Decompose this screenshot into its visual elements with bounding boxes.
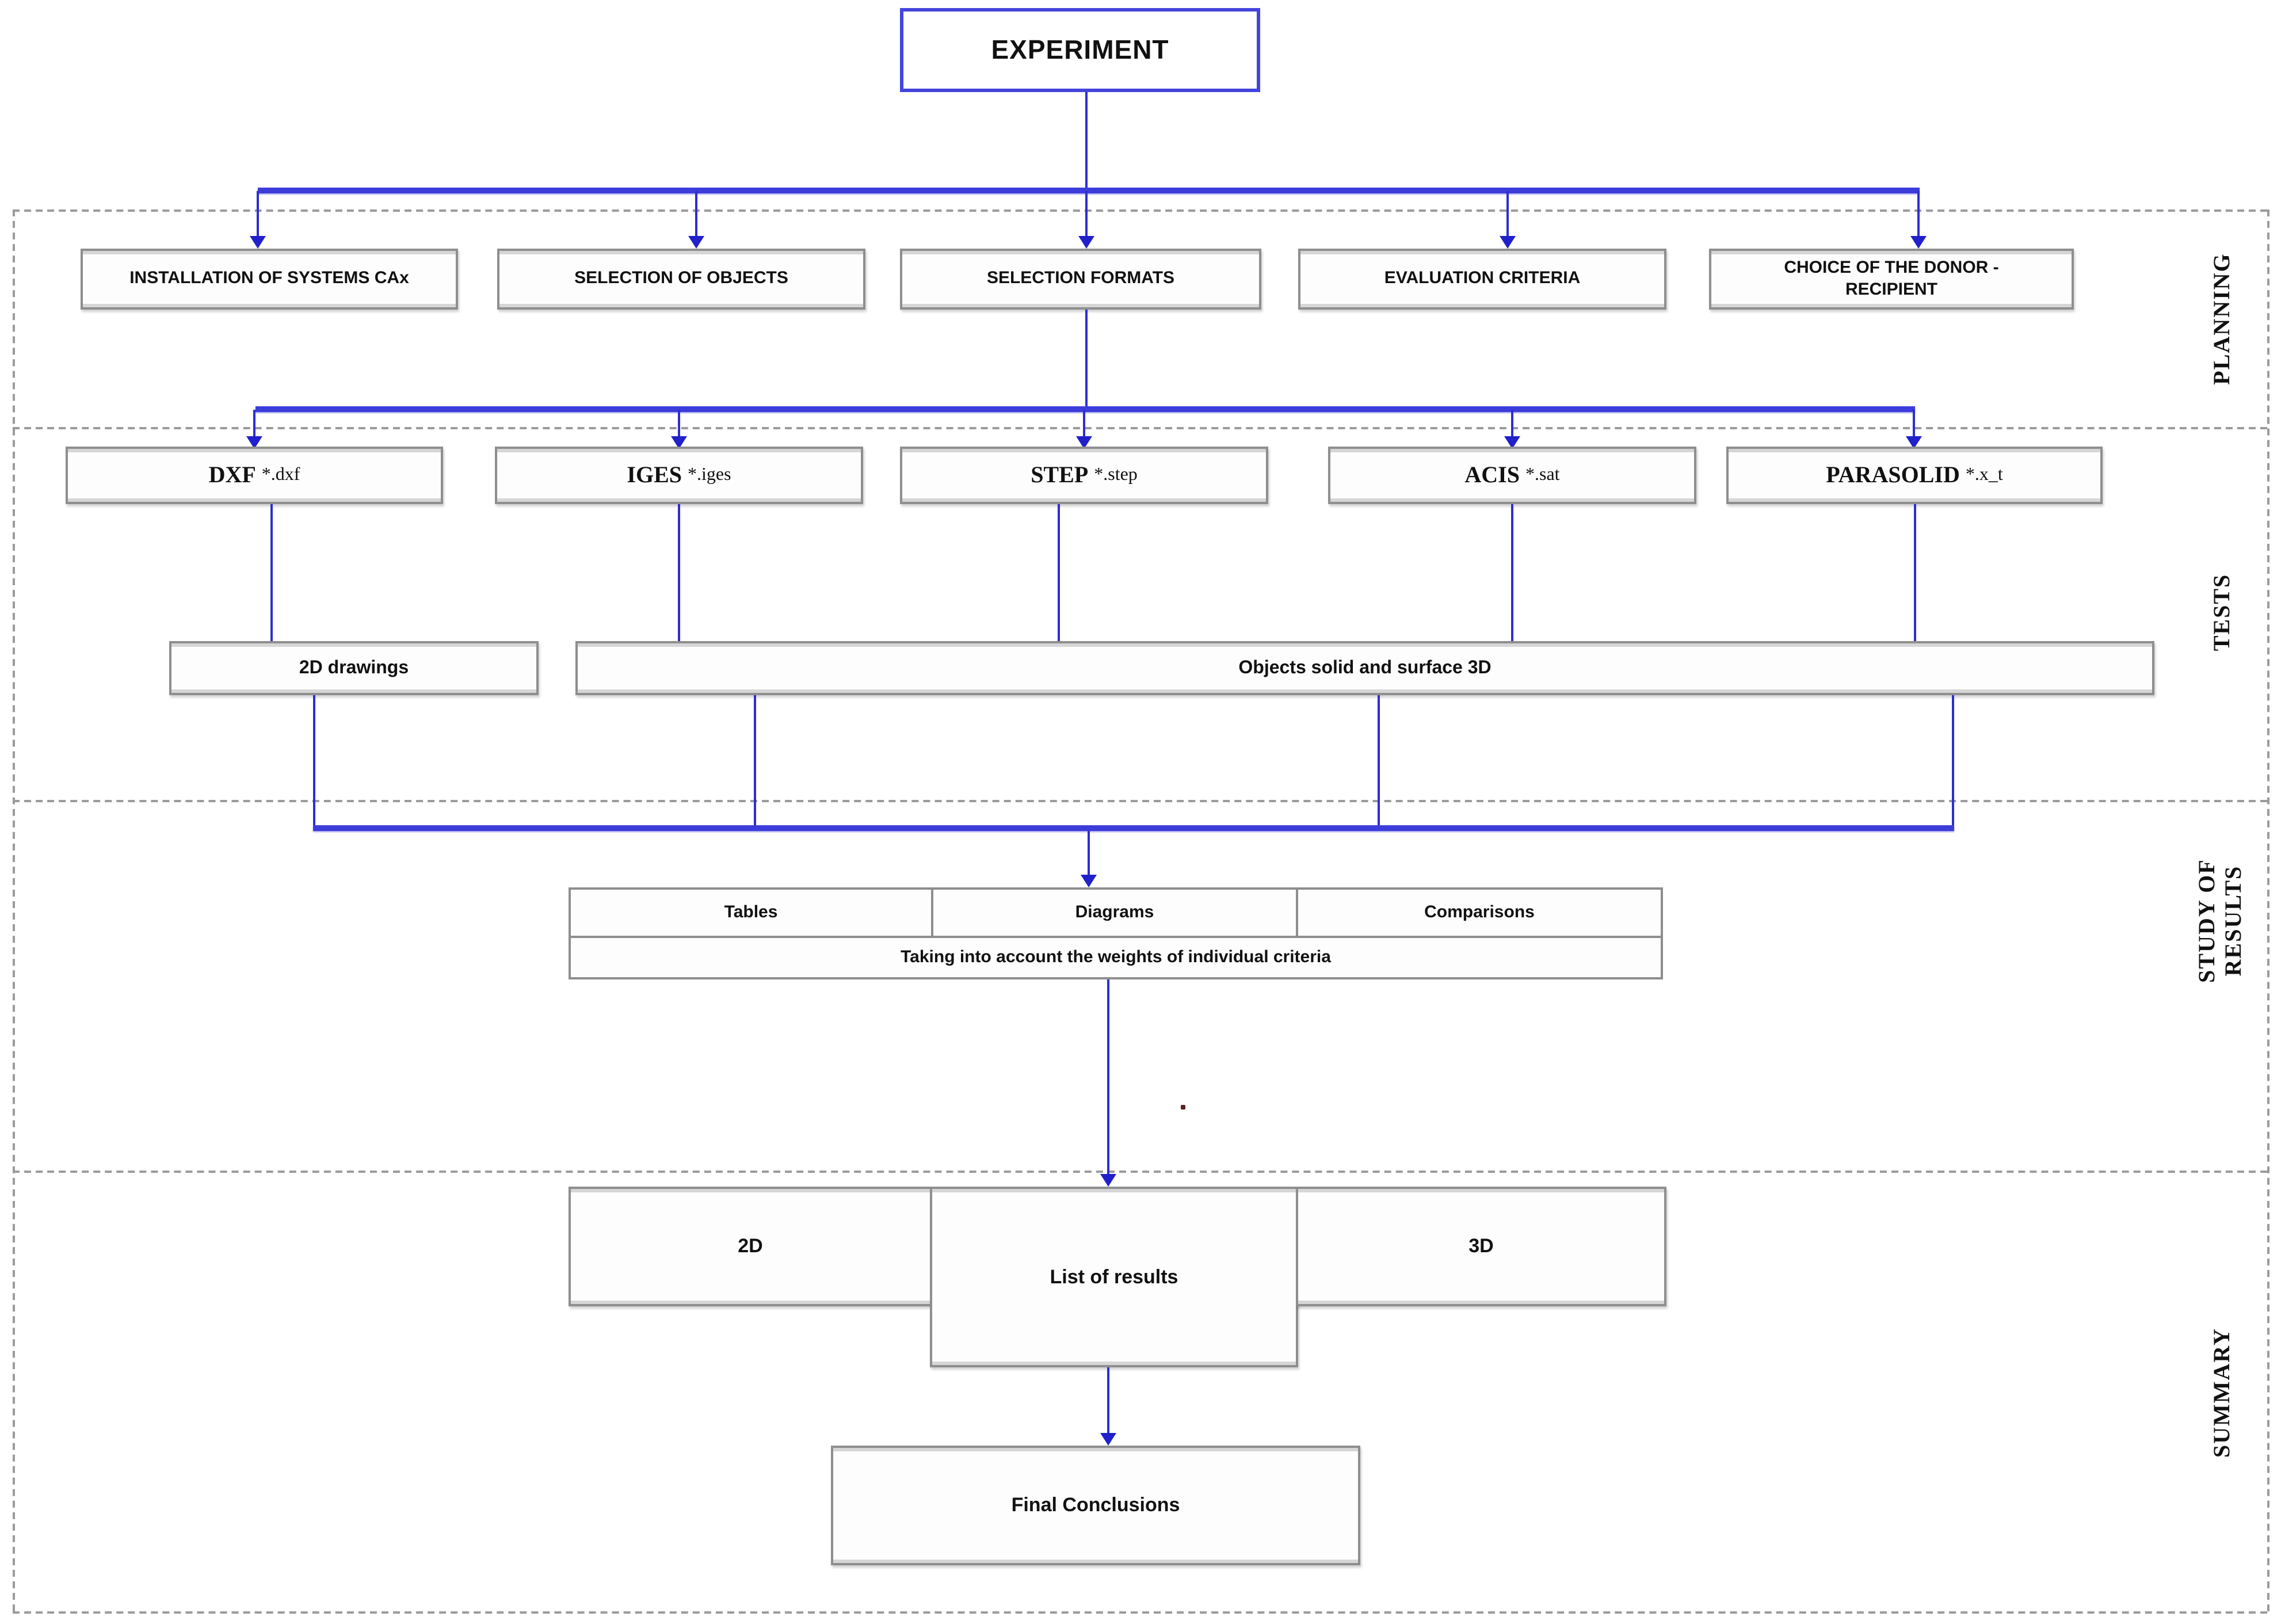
section-label-summary: SUMMARY — [2210, 1328, 2235, 1458]
final-conclusions-box: Final Conclusions — [831, 1446, 1360, 1565]
connector-3d-to-collector-1 — [754, 695, 756, 830]
tests-box-label: 2D drawings — [299, 658, 409, 677]
format-box-iges: IGES *.iges — [495, 447, 863, 504]
frame-right-border — [2267, 209, 2269, 1611]
experiment-box: EXPERIMENT — [900, 8, 1260, 92]
tests-box-2d-drawings: 2D drawings — [169, 641, 539, 695]
study-collector-line — [313, 825, 1954, 831]
planning-section-top-border — [13, 209, 2267, 212]
planning-box-selection-objects: SELECTION OF OBJECTS — [497, 249, 865, 310]
connector-drop-format-3 — [1083, 410, 1085, 437]
connector-3d-to-collector-2 — [1378, 695, 1380, 830]
connector-drop-format-2 — [678, 410, 680, 437]
down-arrow-icon — [1100, 1433, 1116, 1446]
planning-box-label: SELECTION OF OBJECTS — [574, 268, 788, 288]
summary-section-bottom-border — [13, 1611, 2267, 1614]
down-arrow-icon — [250, 236, 266, 249]
planning-box-label: CHOICE OF THE DONOR - RECIPIENT — [1784, 257, 1999, 299]
formats-collector-line — [255, 406, 1915, 412]
study-weights-row: Taking into account the weights of indiv… — [569, 936, 1663, 979]
planning-tests-divider — [13, 427, 2267, 429]
format-box-dxf: DXF *.dxf — [66, 447, 443, 504]
format-name: ACIS — [1464, 462, 1520, 487]
experiment-label: EXPERIMENT — [991, 35, 1169, 65]
study-column-label: Diagrams — [1075, 902, 1154, 922]
tests-box-label: Objects solid and surface 3D — [1238, 658, 1492, 677]
summary-box-label: List of results — [1050, 1265, 1178, 1288]
planning-box-installation-cax: INSTALLATION OF SYSTEMS CAx — [81, 249, 458, 310]
planning-box-label: INSTALLATION OF SYSTEMS CAx — [129, 268, 409, 288]
format-box-step: STEP *.step — [900, 447, 1268, 504]
summary-box-list-of-results: List of results — [930, 1187, 1298, 1367]
down-arrow-icon — [1906, 436, 1922, 449]
down-arrow-icon — [246, 436, 262, 449]
connector-drop-planning-2 — [695, 191, 697, 238]
connector-drop-format-4 — [1511, 410, 1513, 437]
connector-list-to-final — [1107, 1367, 1109, 1434]
down-arrow-icon — [1504, 436, 1520, 449]
connector-dxf-to-2d — [270, 504, 273, 641]
connector-formats-stub — [1085, 310, 1088, 411]
study-weights-label: Taking into account the weights of indiv… — [901, 947, 1331, 967]
down-arrow-icon — [1100, 1174, 1116, 1187]
down-arrow-icon — [1076, 436, 1092, 449]
study-cell-comparisons: Comparisons — [1296, 887, 1663, 938]
study-column-label: Comparisons — [1424, 902, 1535, 922]
connector-drop-planning-1 — [257, 191, 259, 238]
summary-box-label: 2D — [738, 1235, 763, 1257]
format-name: STEP — [1031, 462, 1089, 487]
down-arrow-icon — [671, 436, 687, 449]
planning-box-choice-donor-recipient: CHOICE OF THE DONOR - RECIPIENT — [1709, 249, 2074, 310]
section-label-planning: PLANNING — [2210, 253, 2235, 385]
tests-study-divider — [13, 800, 2267, 802]
study-cell-diagrams: Diagrams — [931, 887, 1298, 938]
summary-box-3d: 3D — [1296, 1187, 1666, 1306]
connector-drop-planning-5 — [1917, 191, 1920, 238]
planning-collector-line — [258, 188, 1920, 193]
study-cell-tables: Tables — [569, 887, 933, 938]
stray-dot: . — [1181, 1105, 1185, 1110]
final-conclusions-label: Final Conclusions — [1011, 1494, 1180, 1516]
section-label-tests: TESTS — [2210, 573, 2235, 651]
format-name: PARASOLID — [1826, 462, 1960, 487]
connector-drop-format-5 — [1913, 410, 1915, 437]
connector-step-to-3d — [1058, 504, 1060, 641]
summary-box-label: 3D — [1468, 1235, 1494, 1257]
frame-left-border — [13, 209, 15, 1611]
connector-collector-to-table — [1088, 831, 1090, 876]
down-arrow-icon — [1500, 236, 1516, 249]
connector-table-to-list — [1107, 979, 1109, 1175]
format-box-acis: ACIS *.sat — [1328, 447, 1696, 504]
planning-box-label: SELECTION FORMATS — [986, 268, 1175, 288]
study-column-label: Tables — [724, 902, 778, 922]
connector-2d-to-collector — [313, 695, 315, 830]
connector-parasolid-to-3d — [1914, 504, 1916, 641]
connector-drop-format-1 — [253, 410, 255, 437]
format-name: DXF — [208, 462, 256, 487]
format-extension: *.x_t — [1965, 465, 2003, 485]
planning-box-selection-formats: SELECTION FORMATS — [900, 249, 1261, 310]
down-arrow-icon — [1078, 236, 1094, 249]
tests-box-objects-solid-surface-3d: Objects solid and surface 3D — [575, 641, 2154, 695]
connector-acis-to-3d — [1511, 504, 1513, 641]
format-extension: *.step — [1094, 465, 1138, 485]
format-box-parasolid: PARASOLID *.x_t — [1726, 447, 2103, 504]
down-arrow-icon — [1910, 236, 1927, 249]
down-arrow-icon — [688, 236, 704, 249]
summary-box-2d: 2D — [569, 1187, 932, 1306]
connector-drop-planning-4 — [1506, 191, 1509, 238]
connector-experiment-stub — [1085, 92, 1088, 192]
connector-drop-planning-3 — [1085, 191, 1088, 238]
study-summary-divider — [13, 1171, 2267, 1173]
connector-iges-to-3d — [678, 504, 680, 641]
section-label-study-of-results: STUDY OF RESULTS — [2195, 859, 2246, 983]
planning-box-evaluation-criteria: EVALUATION CRITERIA — [1298, 249, 1666, 310]
format-extension: *.sat — [1525, 465, 1560, 485]
connector-3d-to-collector-3 — [1952, 695, 1954, 830]
format-extension: *.dxf — [261, 465, 300, 485]
planning-box-label: EVALUATION CRITERIA — [1384, 268, 1581, 288]
format-name: IGES — [627, 462, 682, 487]
format-extension: *.iges — [688, 465, 731, 485]
down-arrow-icon — [1081, 875, 1097, 887]
